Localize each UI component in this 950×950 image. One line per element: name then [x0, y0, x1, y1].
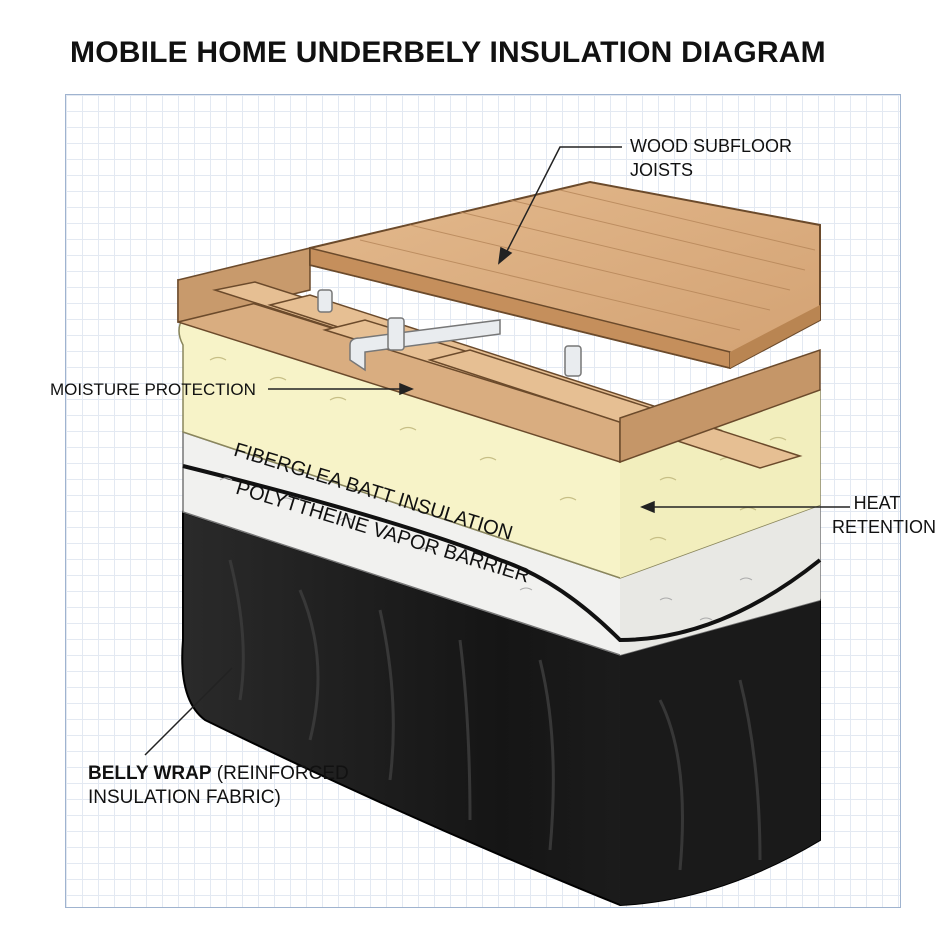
label-subfloor-line1: WOOD SUBFLOOR [630, 136, 793, 156]
label-belly-line2: INSULATION FABRIC) [88, 787, 281, 808]
fiberglass-layer [178, 317, 821, 579]
leader-lines [144, 146, 850, 756]
label-subfloor-line2: JOISTS [630, 160, 694, 180]
page-title: MOBILE HOME UNDERBELY INSULATION DIAGRAM [70, 36, 826, 69]
label-heat-line2: RETENTION [832, 517, 937, 537]
joists [177, 247, 821, 469]
belly-wrap-layer [181, 510, 821, 907]
pvc-pipes [317, 289, 582, 377]
wood-subfloor [309, 180, 821, 370]
label-heat-line1: HEAT [853, 493, 901, 513]
vapor-barrier-layer [182, 430, 822, 656]
label-heat-retention: HEAT RETENTION [832, 491, 937, 539]
vapor-barrier-line [182, 464, 822, 643]
label-belly-rest: (REINFORCED [211, 763, 349, 784]
label-moisture-protection: MOISTURE PROTECTION [50, 380, 256, 399]
label-belly-wrap: BELLY WRAP (REINFORCED INSULATION FABRIC… [88, 762, 349, 810]
label-belly-bold: BELLY WRAP [88, 763, 212, 784]
label-subfloor: WOOD SUBFLOOR JOISTS [630, 134, 792, 182]
